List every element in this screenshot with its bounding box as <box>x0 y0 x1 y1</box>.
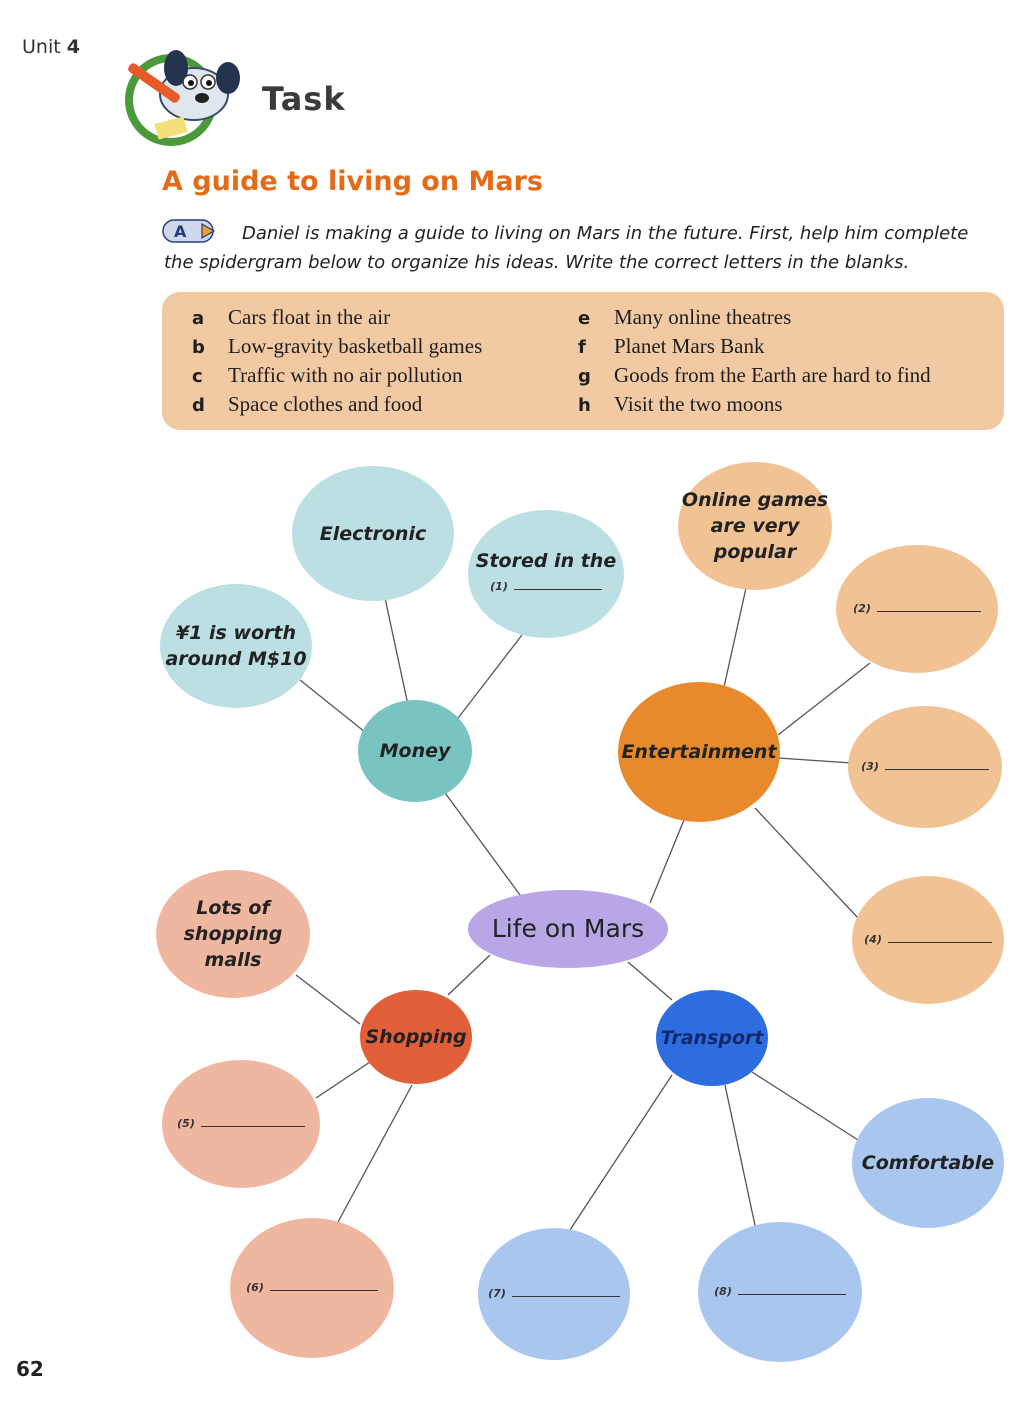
bubble-blank-6: (6) <box>230 1218 394 1358</box>
section-title: Task <box>262 80 346 118</box>
bubble-blank-8: (8) <box>698 1222 862 1362</box>
hub-transport: Transport <box>656 990 768 1086</box>
bubble-blank-7: (7) <box>478 1228 630 1360</box>
hub-shopping: Shopping <box>360 990 472 1084</box>
bubble-electronic: Electronic <box>292 466 454 601</box>
page-number: 62 <box>16 1357 44 1381</box>
blank-8[interactable]: (8) <box>714 1279 846 1305</box>
bubble-stored: Stored in the (1) <box>468 510 624 638</box>
options-box <box>162 292 1004 430</box>
blank-7[interactable]: (7) <box>488 1281 620 1307</box>
unit-label: Unit 4 <box>22 36 80 58</box>
instruction-text: Daniel is making a guide to living on Ma… <box>164 223 969 273</box>
page-title: A guide to living on Mars <box>162 166 543 197</box>
blank-5[interactable]: (5) <box>177 1111 305 1137</box>
hub-money: Money <box>358 700 472 802</box>
bubble-comfortable: Comfortable <box>852 1098 1004 1228</box>
center-bubble: Life on Mars <box>468 890 668 968</box>
badge-letter: A <box>174 222 187 241</box>
bubble-blank-5: (5) <box>162 1060 320 1188</box>
hub-entertainment: Entertainment <box>618 682 780 822</box>
blank-1[interactable]: (1) <box>490 574 602 600</box>
blank-3[interactable]: (3) <box>861 754 989 780</box>
bubble-blank-3: (3) <box>848 706 1002 828</box>
dog-mascot-icon <box>125 50 240 146</box>
bubble-blank-2: (2) <box>836 545 998 673</box>
bubble-blank-4: (4) <box>852 876 1004 1004</box>
blank-4[interactable]: (4) <box>864 927 992 953</box>
blank-2[interactable]: (2) <box>853 596 981 622</box>
blank-6[interactable]: (6) <box>246 1275 378 1301</box>
audio-badge-icon[interactable]: A <box>162 219 226 243</box>
